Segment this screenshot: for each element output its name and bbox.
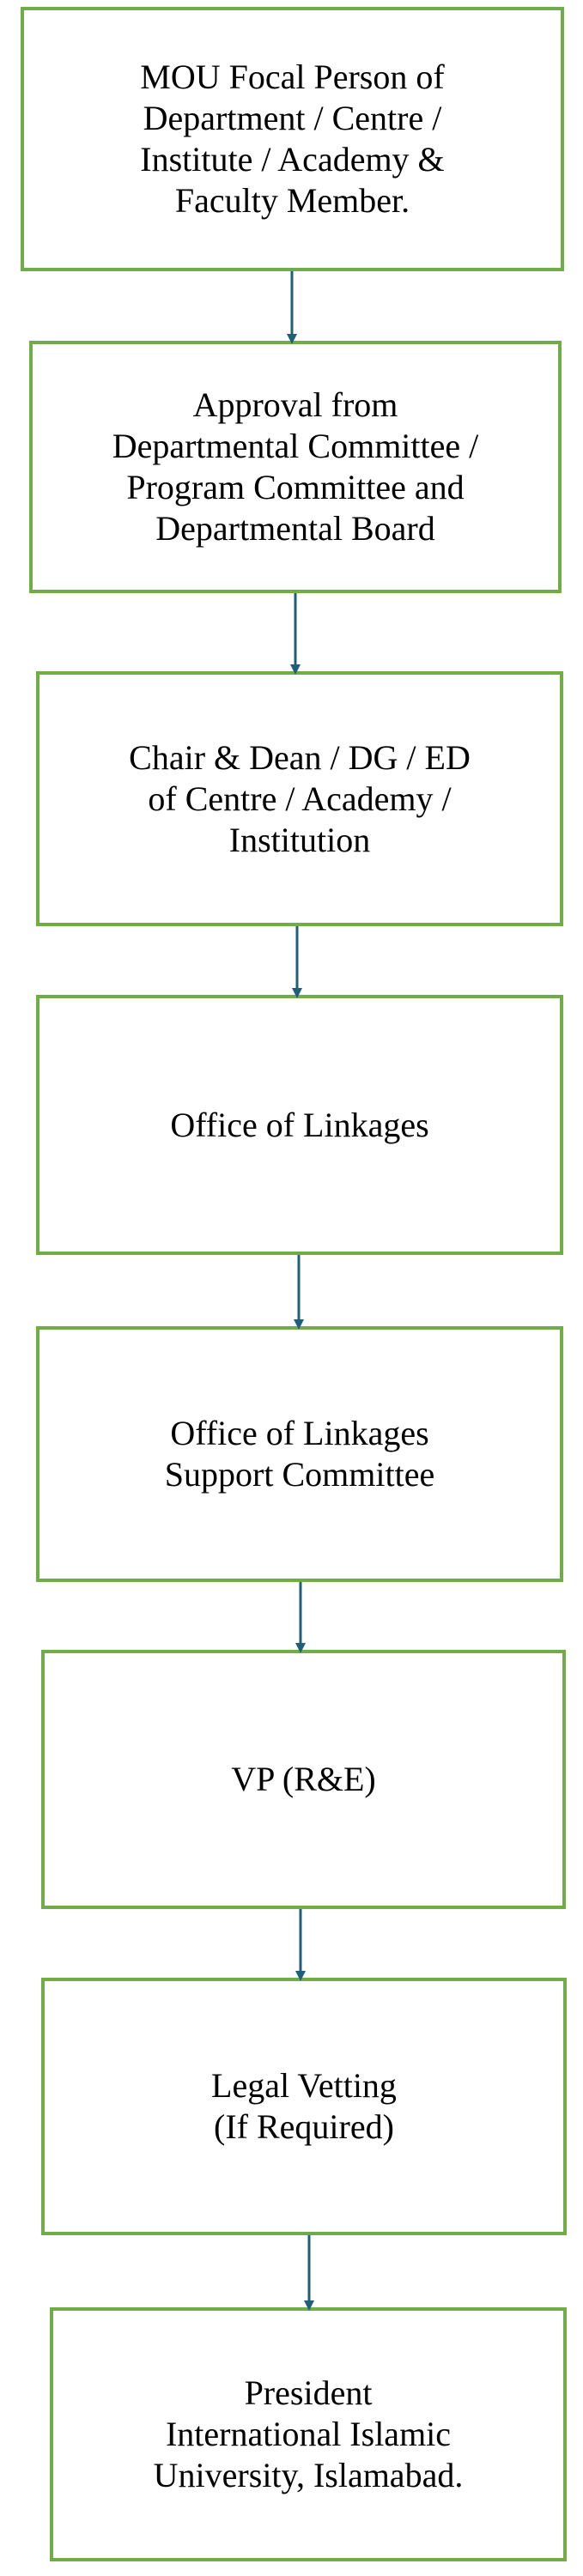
step-president: President International Islamic Universi… [50, 2307, 567, 2561]
step-mou-focal-person-label: MOU Focal Person of Department / Centre … [140, 58, 445, 220]
step-departmental-approval: Approval from Departmental Committee / P… [29, 341, 562, 593]
step-office-of-linkages-label: Office of Linkages [170, 1105, 429, 1144]
step-departmental-approval-label: Approval from Departmental Committee / P… [112, 385, 479, 548]
step-office-of-linkages: Office of Linkages [36, 995, 563, 1255]
step-legal-vetting-label: Legal Vetting (If Required) [211, 2066, 397, 2146]
step-mou-focal-person: MOU Focal Person of Department / Centre … [21, 7, 564, 271]
step-vp-re-label: VP (R&E) [231, 1760, 376, 1798]
step-president-label: President International Islamic Universi… [153, 2373, 464, 2494]
step-chair-dean: Chair & Dean / DG / ED of Centre / Acade… [36, 671, 563, 926]
step-legal-vetting: Legal Vetting (If Required) [41, 1978, 567, 2235]
step-support-committee-label: Office of Linkages Support Committee [164, 1414, 435, 1494]
step-chair-dean-label: Chair & Dean / DG / ED of Centre / Acade… [129, 737, 471, 859]
